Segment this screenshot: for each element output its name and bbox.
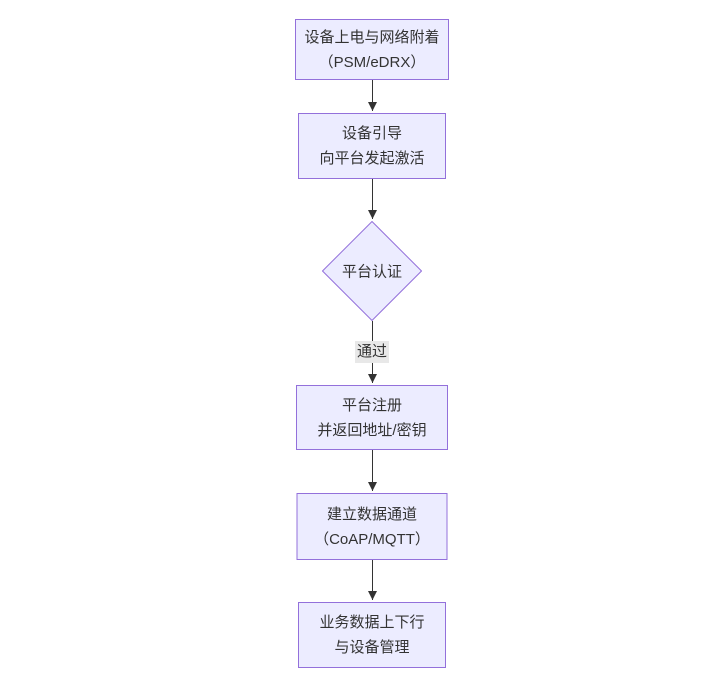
node-text-line: 向平台发起激活 (319, 150, 425, 167)
node-text-line: 设备引导 (341, 125, 402, 142)
node-text-line: 平台认证 (341, 263, 403, 281)
flow-node-data-channel: 建立数据通道 （CoAP/MQTT） (296, 493, 448, 560)
node-text-line: 设备上电与网络附着 (304, 28, 440, 46)
node-text-line: 并返回地址/密钥 (317, 421, 427, 439)
edge-label-pass: 通过 (354, 341, 390, 363)
node-text-line: （CoAP/MQTT） (314, 530, 430, 548)
flow-node-platform-register: 平台注册 并返回地址/密钥 (296, 385, 448, 450)
node-text-line: （PSM/eDRX） (318, 53, 426, 71)
node-text-line: 建立数据通道 (326, 505, 417, 523)
flow-node-platform-auth: 平台认证 (322, 221, 422, 321)
node-text-line: 业务数据上下行 (319, 614, 425, 631)
decision-diamond-shape (322, 221, 422, 321)
flow-node-power-network-attach: 设备上电与网络附着 （PSM/eDRX） (295, 19, 449, 80)
flow-node-device-bootstrap: 设备引导 向平台发起激活 (298, 113, 446, 179)
node-text-line: 与设备管理 (334, 639, 410, 656)
node-text-line: 平台注册 (341, 396, 402, 414)
flow-node-business-data-mgmt: 业务数据上下行 与设备管理 (298, 602, 446, 668)
